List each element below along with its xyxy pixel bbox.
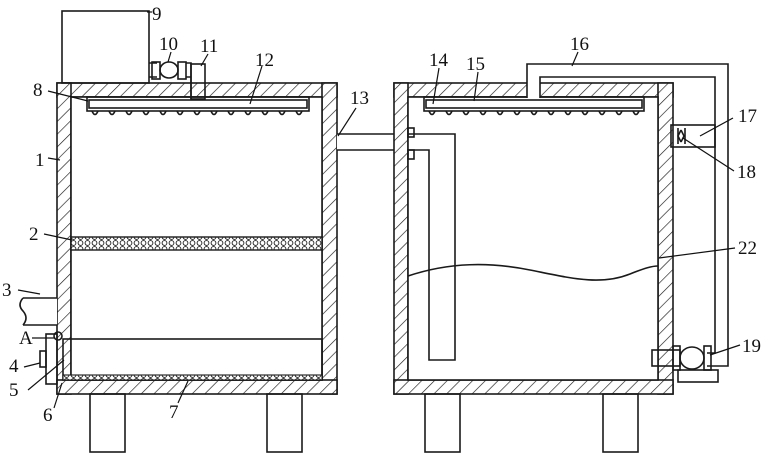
label-18: 18	[737, 162, 756, 183]
label-14: 14	[429, 50, 449, 71]
return-pump	[680, 347, 704, 369]
filter-layer	[71, 237, 322, 250]
left-tank-bottom-wall	[57, 380, 337, 394]
right-tank-left-wall	[394, 83, 408, 394]
right-tank-leg-2	[603, 394, 638, 452]
dosing-box	[62, 11, 149, 83]
label-4: 4	[9, 356, 19, 377]
pump-flange-right	[178, 62, 186, 79]
label-9: 9	[152, 4, 162, 25]
label-7: 7	[169, 402, 179, 423]
label-15: 15	[466, 54, 485, 75]
left-tank-leg-2	[267, 394, 302, 452]
label-19: 19	[742, 336, 761, 357]
label-1: 1	[35, 150, 45, 171]
label-10: 10	[159, 34, 178, 55]
bottom-plate	[63, 375, 322, 380]
label-16: 16	[570, 34, 589, 55]
right-tank-bottom-wall	[394, 380, 673, 394]
filter-sensor	[678, 130, 684, 142]
right-tank	[394, 83, 673, 452]
dosing-pump	[160, 62, 178, 78]
label-3: 3	[2, 280, 12, 301]
label-5: 5	[9, 380, 19, 401]
drawer-front-panel	[46, 334, 57, 384]
label-22: 22	[738, 238, 757, 259]
left-tank-top-wall	[57, 83, 337, 97]
label-8: 8	[33, 80, 43, 101]
label-17: 17	[738, 106, 757, 127]
left-tank-leg-1	[90, 394, 125, 452]
label-12: 12	[255, 50, 274, 71]
label-2: 2	[29, 224, 39, 245]
drawer-handle	[40, 351, 46, 367]
left-tank-right-wall	[322, 83, 337, 394]
label-11: 11	[200, 36, 218, 57]
label-13: 13	[350, 88, 369, 109]
return-pump-base	[678, 370, 718, 382]
label-a: A	[19, 328, 33, 349]
left-tank	[20, 11, 337, 452]
right-tank-leg-1	[425, 394, 460, 452]
dosing-outlet-pipe	[149, 63, 157, 77]
label-6: 6	[43, 405, 53, 426]
